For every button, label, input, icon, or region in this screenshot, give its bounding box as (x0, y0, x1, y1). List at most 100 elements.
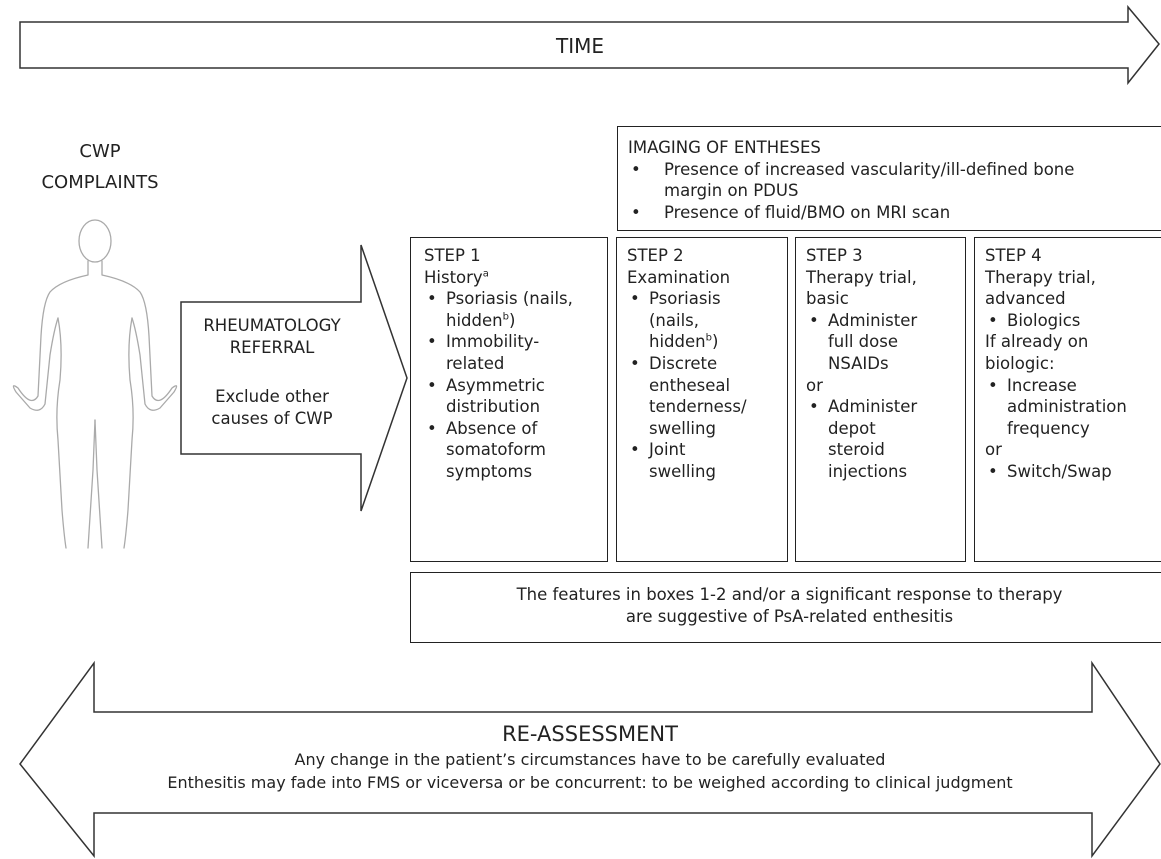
step3-b2-l2: depot (828, 418, 876, 438)
step1-b1-l2: hiddenb) (446, 310, 573, 332)
step1-b1-sup: b (502, 311, 509, 323)
step3-subtitle-l2: basic (806, 289, 849, 309)
step1-title: STEP 1 (424, 246, 481, 265)
step1-b1-tail: ) (508, 310, 516, 330)
step1-bullet-4: Absence of somatoform symptoms (424, 418, 573, 483)
reassessment-line1: Any change in the patient’s circumstance… (294, 750, 886, 769)
step1-bullet-1: Psoriasis (nails, hiddenb) (424, 288, 573, 331)
step2-b3-l2: swelling (649, 461, 716, 481)
imaging-content: IMAGING OF ENTHESES Presence of increase… (628, 137, 1074, 223)
summary-line2: are suggestive of PsA-related enthesitis (625, 606, 954, 626)
reassessment-text: RE-ASSESSMENT Any change in the patient’… (20, 720, 1160, 794)
step1-bullet-2: Immobility- related (424, 331, 573, 374)
step1-b3-l1: Asymmetric (446, 375, 545, 395)
summary-text: The features in boxes 1-2 and/or a signi… (411, 584, 1161, 627)
step1-b4-l3: symptoms (446, 461, 533, 481)
step2-b1-sup: b (705, 332, 712, 344)
referral-line3: Exclude other (215, 387, 329, 407)
step1-subtitle-sup: a (482, 268, 489, 280)
summary-box: The features in boxes 1-2 and/or a signi… (410, 572, 1161, 643)
step1-b2-l1: Immobility- (446, 332, 540, 352)
referral-arrow (180, 244, 408, 512)
step2-b1-l3-text: hidden (649, 332, 706, 352)
summary-line1: The features in boxes 1-2 and/or a signi… (516, 585, 1063, 604)
step2-b1-l1: Psoriasis (649, 289, 721, 309)
step3-b1-l1: Administer (828, 310, 918, 330)
imaging-item-2-text: Presence of fluid/BMO on MRI scan (664, 202, 951, 222)
step4-bullet-1: Biologics (985, 310, 1127, 332)
step4-subtitle-l2: advanced (985, 289, 1066, 309)
step2-b1-l2: (nails, (649, 310, 700, 330)
step4-cond-l1: If already on (985, 332, 1089, 352)
cwp-line1: CWP (79, 141, 121, 162)
step4-b3: Switch/Swap (1007, 461, 1112, 481)
step3-b2-l1: Administer (828, 397, 918, 417)
step2-b2-l4: swelling (649, 418, 716, 438)
step2-bullet-3: Joint swelling (627, 439, 747, 482)
step2-b2-l2: entheseal (649, 375, 731, 395)
step3-b2-l4: injections (828, 461, 908, 481)
step4-subtitle-l1: Therapy trial, (985, 267, 1096, 287)
step1-b2-l2: related (446, 353, 505, 373)
imaging-item-1-line2: margin on PDUS (664, 181, 799, 201)
step1-b4-l2: somatoform (446, 440, 546, 460)
step1-bullet-3: Asymmetric distribution (424, 375, 573, 418)
step1-b4-l1: Absence of (446, 418, 538, 438)
step4-b2-l3: frequency (1007, 418, 1090, 438)
step3-b2-l3: steroid (828, 440, 885, 460)
time-arrow (19, 4, 1160, 86)
human-figure-icon (12, 219, 178, 549)
step1-subtitle-text: History (424, 267, 483, 287)
step3-or: or (806, 375, 823, 395)
step3-subtitle-l1: Therapy trial, (806, 267, 917, 287)
step4-b1: Biologics (1007, 310, 1081, 330)
step4-title: STEP 4 (985, 246, 1042, 265)
step4-b2-l1: Increase (1007, 375, 1077, 395)
step3-b1-l3: NSAIDs (828, 353, 889, 373)
step2-title: STEP 2 (627, 246, 684, 265)
cwp-complaints-label: CWP COMPLAINTS (10, 136, 190, 198)
step1-b1-l2-text: hidden (446, 310, 503, 330)
step2-content: STEP 2 Examination Psoriasis (nails, hid… (627, 245, 747, 483)
step4-or: or (985, 440, 1002, 460)
step2-subtitle: Examination (627, 267, 731, 287)
referral-line2: REFERRAL (229, 337, 315, 357)
reassessment-title: RE-ASSESSMENT (502, 722, 678, 746)
step3-bullet-2: Administer depot steroid injections (806, 396, 917, 482)
step2-b1-tail: ) (711, 332, 719, 352)
imaging-item-1: Presence of increased vascularity/ill-de… (628, 159, 1074, 202)
step3-box: STEP 3 Therapy trial, basic Administer f… (795, 237, 966, 562)
step1-b3-l2: distribution (446, 397, 541, 417)
step4-content: STEP 4 Therapy trial, advanced Biologics… (985, 245, 1127, 483)
step2-bullet-2: Discrete entheseal tenderness/ swelling (627, 353, 747, 439)
imaging-item-1-line1: Presence of increased vascularity/ill-de… (664, 159, 1075, 179)
step2-box: STEP 2 Examination Psoriasis (nails, hid… (616, 237, 788, 562)
step4-cond-l2: biologic: (985, 353, 1055, 373)
reassessment-arrow (19, 660, 1161, 859)
step1-box: STEP 1 Historya Psoriasis (nails, hidden… (410, 237, 608, 562)
step4-bullet-2: Increase administration frequency (985, 375, 1127, 440)
referral-line4: causes of CWP (211, 408, 333, 428)
step3-b1-l2: full dose (828, 332, 898, 352)
cwp-line2: COMPLAINTS (41, 172, 159, 193)
reassessment-line2: Enthesitis may fade into FMS or vicevers… (167, 773, 1013, 792)
referral-text: RHEUMATOLOGY REFERRAL Exclude other caus… (182, 315, 362, 429)
step2-b2-l1: Discrete (649, 353, 718, 373)
step2-b3-l1: Joint (649, 440, 686, 460)
step2-b2-l3: tenderness/ (649, 397, 747, 417)
step2-b1-l3: hiddenb) (649, 331, 747, 353)
time-label: TIME (555, 34, 604, 58)
referral-line1: RHEUMATOLOGY (203, 316, 341, 335)
step2-bullet-1: Psoriasis (nails, hiddenb) (627, 288, 747, 353)
step4-bullet-3: Switch/Swap (985, 461, 1127, 483)
step3-content: STEP 3 Therapy trial, basic Administer f… (806, 245, 917, 483)
step1-b1-l1: Psoriasis (nails, (446, 289, 573, 309)
step1-subtitle: Historya (424, 267, 573, 289)
imaging-item-2: Presence of fluid/BMO on MRI scan (628, 202, 1074, 224)
step4-b2-l2: administration (1007, 397, 1127, 417)
step1-content: STEP 1 Historya Psoriasis (nails, hidden… (424, 245, 573, 483)
imaging-title: IMAGING OF ENTHESES (628, 138, 821, 157)
imaging-box: IMAGING OF ENTHESES Presence of increase… (617, 126, 1161, 231)
step4-box: STEP 4 Therapy trial, advanced Biologics… (974, 237, 1161, 562)
